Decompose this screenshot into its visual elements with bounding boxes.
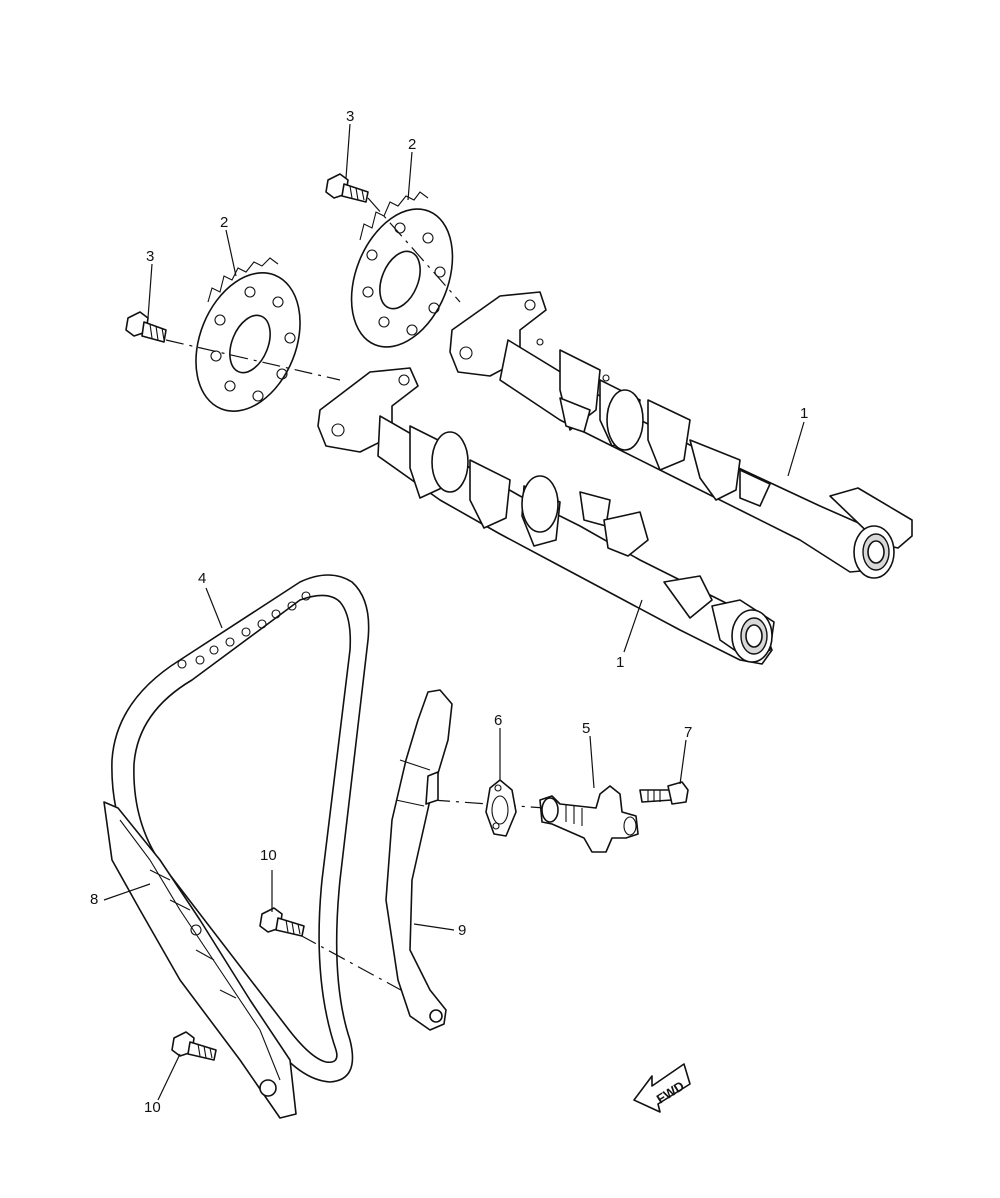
chain-guide-exhaust[interactable] xyxy=(103,801,297,1119)
callout-guide-bolt-lower: 10 xyxy=(144,1099,161,1116)
gasket[interactable] xyxy=(485,779,517,837)
callout-camshaft-upper: 1 xyxy=(800,405,808,422)
fwd-arrow-icon: FWD xyxy=(633,1063,691,1113)
guide-bolt-lower[interactable] xyxy=(171,1031,217,1061)
callout-sprocket-upper: 2 xyxy=(408,136,416,153)
callout-guide-bolt-upper: 10 xyxy=(260,847,277,864)
callout-bolt-upper: 3 xyxy=(346,108,354,125)
bolt-lower[interactable] xyxy=(125,311,167,343)
cam-chain[interactable] xyxy=(111,574,370,1083)
sprocket-lower[interactable] xyxy=(177,257,320,426)
callout-tensioner: 5 xyxy=(582,720,590,737)
callout-sprocket-lower: 2 xyxy=(220,214,228,231)
chain-guide-intake[interactable] xyxy=(385,689,453,1031)
callout-chain: 4 xyxy=(198,570,206,587)
callout-camshaft-lower: 1 xyxy=(616,654,624,671)
callout-guide-intake: 9 xyxy=(458,922,466,939)
camshaft-lower[interactable] xyxy=(317,367,775,665)
callout-bolt-lower: 3 xyxy=(146,248,154,265)
tensioner-bolt[interactable] xyxy=(639,781,689,805)
bolt-upper[interactable] xyxy=(325,173,369,203)
callout-guide-exhaust: 8 xyxy=(90,891,98,908)
sprocket-upper[interactable] xyxy=(332,191,471,362)
callout-tensioner-bolt: 7 xyxy=(684,724,692,741)
tensioner[interactable] xyxy=(539,785,639,853)
callout-gasket: 6 xyxy=(494,712,502,729)
camshaft-upper[interactable] xyxy=(449,291,913,579)
guide-bolt-upper[interactable] xyxy=(259,907,305,937)
